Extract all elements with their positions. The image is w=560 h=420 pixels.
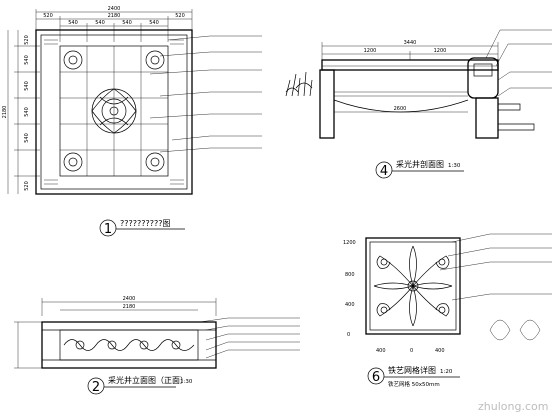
plan-dim-top-part-1: 520 <box>43 13 53 19</box>
plan-dim-left-5: 540 <box>24 133 30 143</box>
grille-y-tick-800: 800 <box>345 272 355 278</box>
section-caption-number: 4 <box>380 164 388 179</box>
grille-y-tick-0: 0 <box>347 332 350 338</box>
plan-dim-top-total: 2400 <box>108 6 121 12</box>
grille-y-tick-400: 400 <box>345 302 355 308</box>
section-view: 3440 1200 1200 2600 <box>285 29 552 179</box>
plan-dim-top-inner-1: 540 <box>68 20 78 26</box>
grille-x-tick-right: 400 <box>435 348 445 354</box>
elevation-view: 2400 2180 2 采光井立面图（正面） 1:30 <box>14 296 300 395</box>
plan-dim-top-inner-4: 540 <box>149 20 159 26</box>
plan-dim-left-1: 520 <box>24 35 30 45</box>
plan-dim-left-3: 540 <box>24 81 30 91</box>
section-caption-circle <box>375 161 393 179</box>
plan-dim-left-6: 520 <box>24 181 30 191</box>
grille-detail: 1200 800 400 0 400 0 400 <box>343 233 552 388</box>
elevation-caption-number: 2 <box>92 380 100 395</box>
grille-x-tick-center: 0 <box>410 348 413 354</box>
grille-y-tick-1200: 1200 <box>343 240 356 246</box>
elevation-dim-total: 2400 <box>123 296 136 302</box>
section-dim-part-2: 1200 <box>434 48 447 54</box>
plan-caption-title: ??????????图 <box>120 219 170 228</box>
watermark: zhulong.com <box>478 319 548 413</box>
plan-caption-number: 1 <box>104 222 112 237</box>
grille-caption-title: 铁艺网格详图 <box>388 365 436 375</box>
plan-dim-top-part-2: 2180 <box>108 13 121 19</box>
plan-view: 2400 520 2180 520 540 540 540 540 2180 5… <box>2 6 262 237</box>
section-caption-scale: 1:30 <box>448 163 461 169</box>
elevation-caption-title: 采光井立面图（正面） <box>108 375 188 385</box>
grille-caption-scale: 1:20 <box>440 369 453 375</box>
elevation-caption-circle <box>87 377 105 395</box>
elevation-caption-scale: 1:30 <box>180 379 193 385</box>
plan-caption-circle <box>99 219 117 237</box>
grille-caption-circle <box>367 367 385 385</box>
watermark-text: zhulong.com <box>478 400 548 413</box>
plan-dim-left-4: 540 <box>24 107 30 117</box>
section-dim-inner: 2600 <box>394 106 407 112</box>
grille-x-tick-left: 400 <box>376 348 386 354</box>
plan-dim-left-total: 2180 <box>2 106 8 119</box>
plan-dim-top-inner-3: 540 <box>122 20 132 26</box>
section-caption-title: 采光井剖面图 <box>396 159 444 169</box>
section-dim-part-1: 1200 <box>364 48 377 54</box>
section-dim-total: 3440 <box>404 40 417 46</box>
plan-dim-left-2: 540 <box>24 55 30 65</box>
plan-dim-top-inner-2: 540 <box>95 20 105 26</box>
grille-caption-number: 6 <box>372 370 380 385</box>
elevation-dim-inner: 2180 <box>123 304 136 310</box>
plan-dim-top-part-3: 520 <box>175 13 185 19</box>
grille-spec: 铁艺网格 50x50mm <box>388 380 440 388</box>
